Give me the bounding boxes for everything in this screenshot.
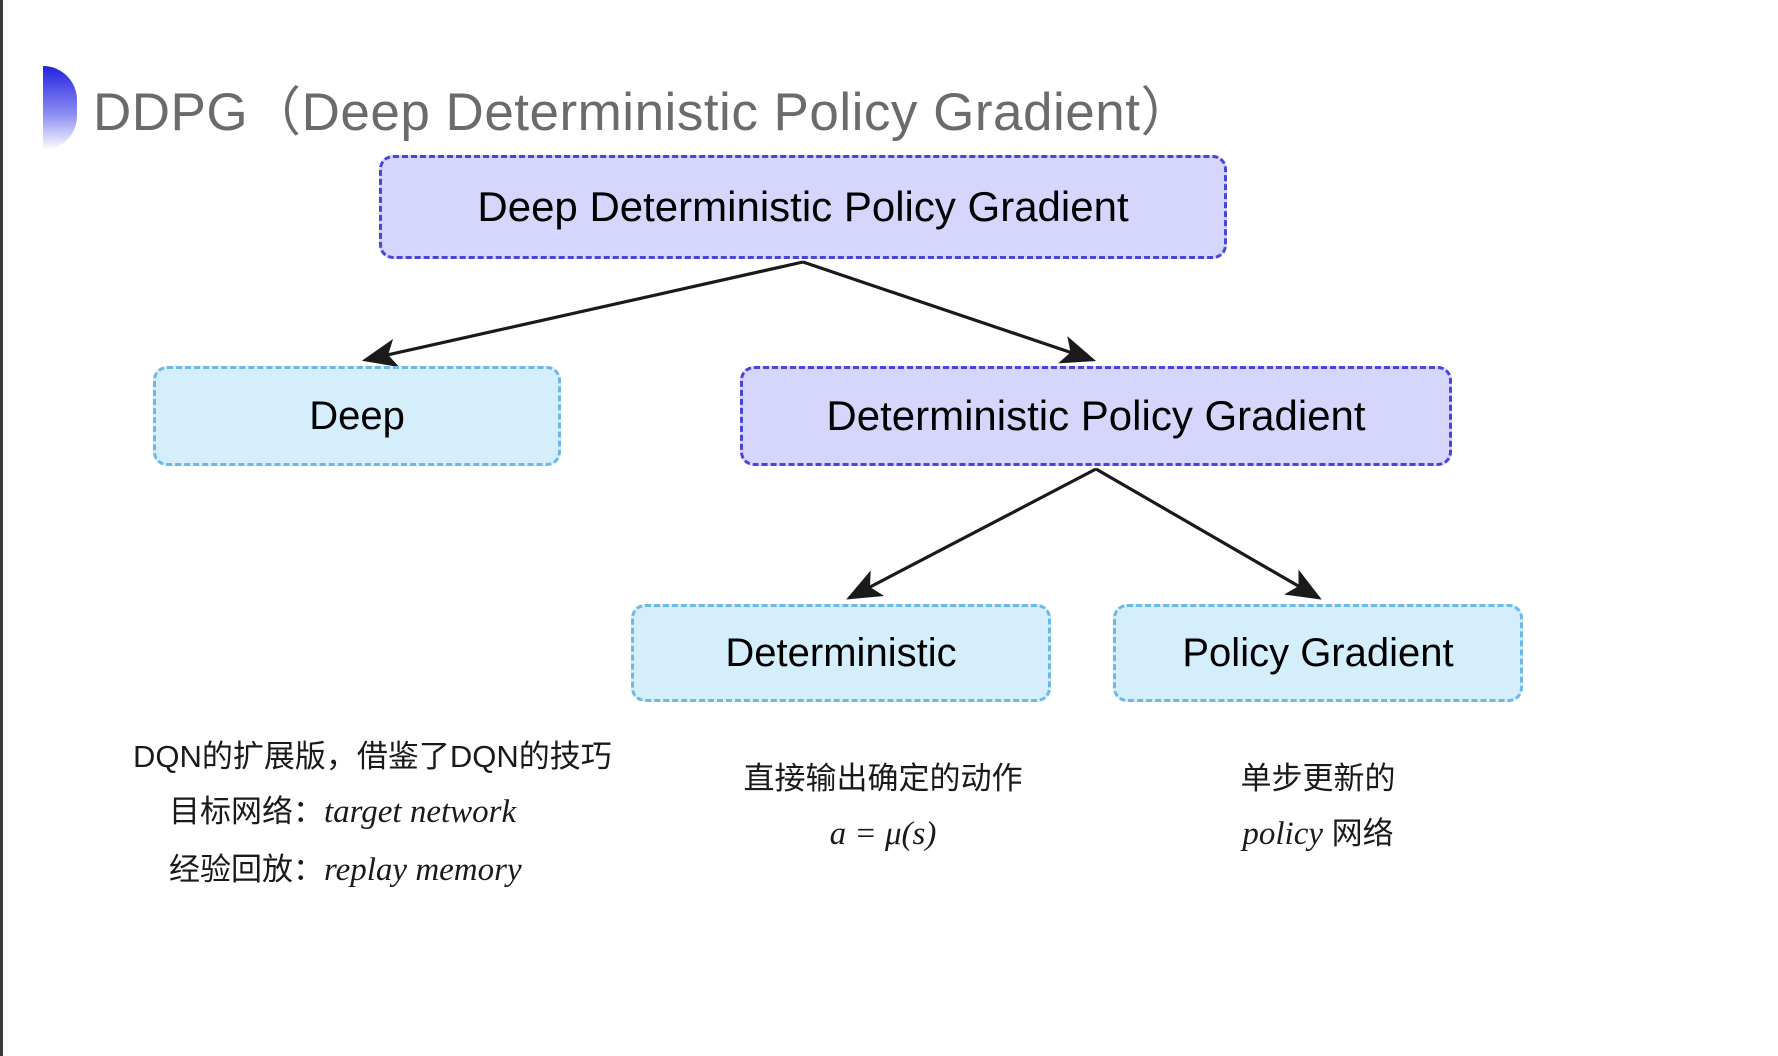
note-deterministic-formula: a = μ(s) (829, 816, 937, 853)
note-deep-line3: 经验回放：replay memory (169, 842, 612, 900)
note-policy-gradient-line1: 单步更新的 (1240, 761, 1396, 796)
node-deep[interactable]: Deep (153, 366, 561, 466)
note-deep-line2-label: 目标网络： (169, 794, 324, 830)
half-circle-gradient-icon (43, 66, 77, 150)
node-root-label: Deep Deterministic Policy Gradient (477, 182, 1129, 230)
edge-dpg-to-policy-gradient (1095, 467, 1322, 600)
edge-root-to-dpg (802, 260, 1097, 364)
node-deterministic[interactable]: Deterministic (631, 604, 1051, 702)
note-policy-gradient-line2: policy 网络 (1203, 806, 1433, 864)
edge-dpg-to-deterministic (846, 467, 1097, 600)
node-root[interactable]: Deep Deterministic Policy Gradient (379, 155, 1227, 259)
note-deep-line3-label: 经验回放： (169, 852, 324, 887)
node-dpg-label: Deterministic Policy Gradient (826, 391, 1366, 439)
slide-title-row: DDPG（Deep Deterministic Policy Gradient） (43, 58, 1194, 158)
node-deterministic-label: Deterministic (725, 631, 957, 675)
note-deep: DQN的扩展版，借鉴了DQN的技巧 目标网络：target network 经验… (133, 730, 612, 900)
note-deterministic-line1: 直接输出确定的动作 (743, 761, 1023, 796)
note-policy-gradient-suffix: 网络 (1323, 816, 1394, 852)
note-deep-line1: DQN的扩展版，借鉴了DQN的技巧 (133, 739, 612, 774)
node-policy-gradient[interactable]: Policy Gradient (1113, 604, 1523, 702)
note-policy-gradient-term: policy (1242, 816, 1323, 853)
page-title: DDPG（Deep Deterministic Policy Gradient） (93, 83, 1194, 142)
note-deep-line2: 目标网络：target network (169, 784, 612, 842)
node-deep-label: Deep (309, 394, 405, 438)
edge-root-to-deep (361, 260, 804, 368)
note-deep-line3-term: replay memory (324, 852, 522, 888)
note-policy-gradient: 单步更新的 policy 网络 (1203, 752, 1433, 864)
note-deep-line2-term: target network (324, 794, 517, 831)
node-deterministic-policy-gradient[interactable]: Deterministic Policy Gradient (740, 366, 1452, 466)
node-policy-gradient-label: Policy Gradient (1182, 631, 1454, 675)
note-deterministic: 直接输出确定的动作 a = μ(s) (743, 752, 1023, 864)
